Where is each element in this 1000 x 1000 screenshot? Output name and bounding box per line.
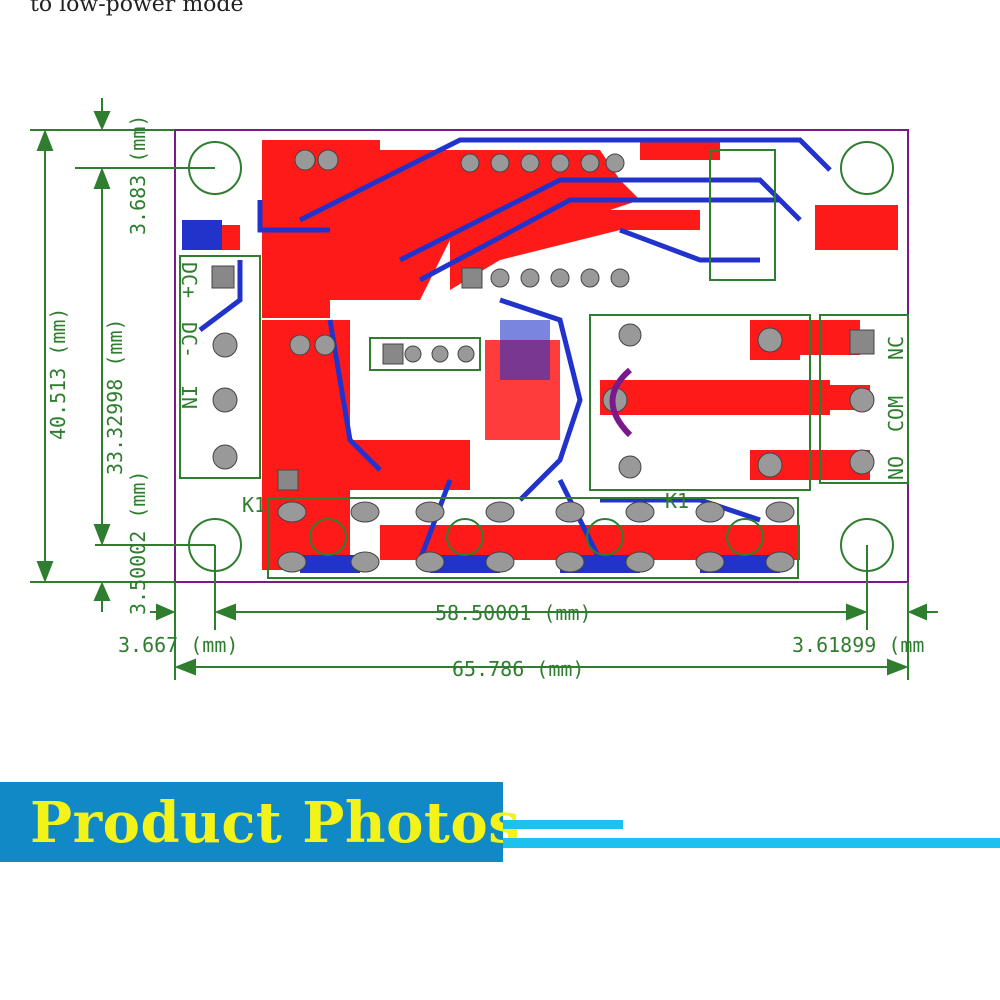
dim-board-width: 65.786 (mm) (452, 657, 584, 681)
silk-relay-ref-2: K1 (665, 489, 689, 513)
silk-in: IN (177, 385, 201, 409)
silk-dc-plus: DC+ (177, 262, 201, 298)
dim-top-offset: 3.683 (mm) (126, 115, 150, 235)
dim-board-height: 40.513 (mm) (46, 308, 70, 440)
dim-right-offset: 3.61899 (mm (792, 633, 924, 657)
accent-line-long (503, 838, 1000, 848)
bottom-copper-layer (198, 137, 832, 562)
section-banner (0, 782, 503, 862)
silk-com: COM (884, 396, 908, 432)
silk-nc: NC (884, 336, 908, 360)
diode-marker (609, 367, 633, 438)
switch-circles (309, 518, 764, 556)
silk-no: NO (884, 456, 908, 480)
dim-left-offset: 3.667 (mm) (118, 633, 238, 657)
section-title: Product Photos (30, 790, 521, 856)
accent-line-short (503, 820, 623, 829)
pcb-layout-diagram: DC+ DC- IN NC COM NO K1 K1 (30, 98, 938, 681)
silk-relay-ref: K1 (242, 493, 266, 517)
component-outlines (179, 149, 909, 579)
silk-dc-minus: DC- (177, 322, 201, 358)
pads (211, 149, 875, 491)
dim-hole-pitch-horizontal: 58.50001 (mm) (435, 601, 592, 625)
dim-bottom-offset: 3.50002 (mm) (126, 471, 150, 616)
switch-pads (277, 501, 795, 573)
dim-hole-pitch-vertical: 33.32998 (mm) (103, 318, 127, 475)
caption-text: to low-power mode (30, 0, 244, 17)
dimension-lines (30, 98, 938, 680)
